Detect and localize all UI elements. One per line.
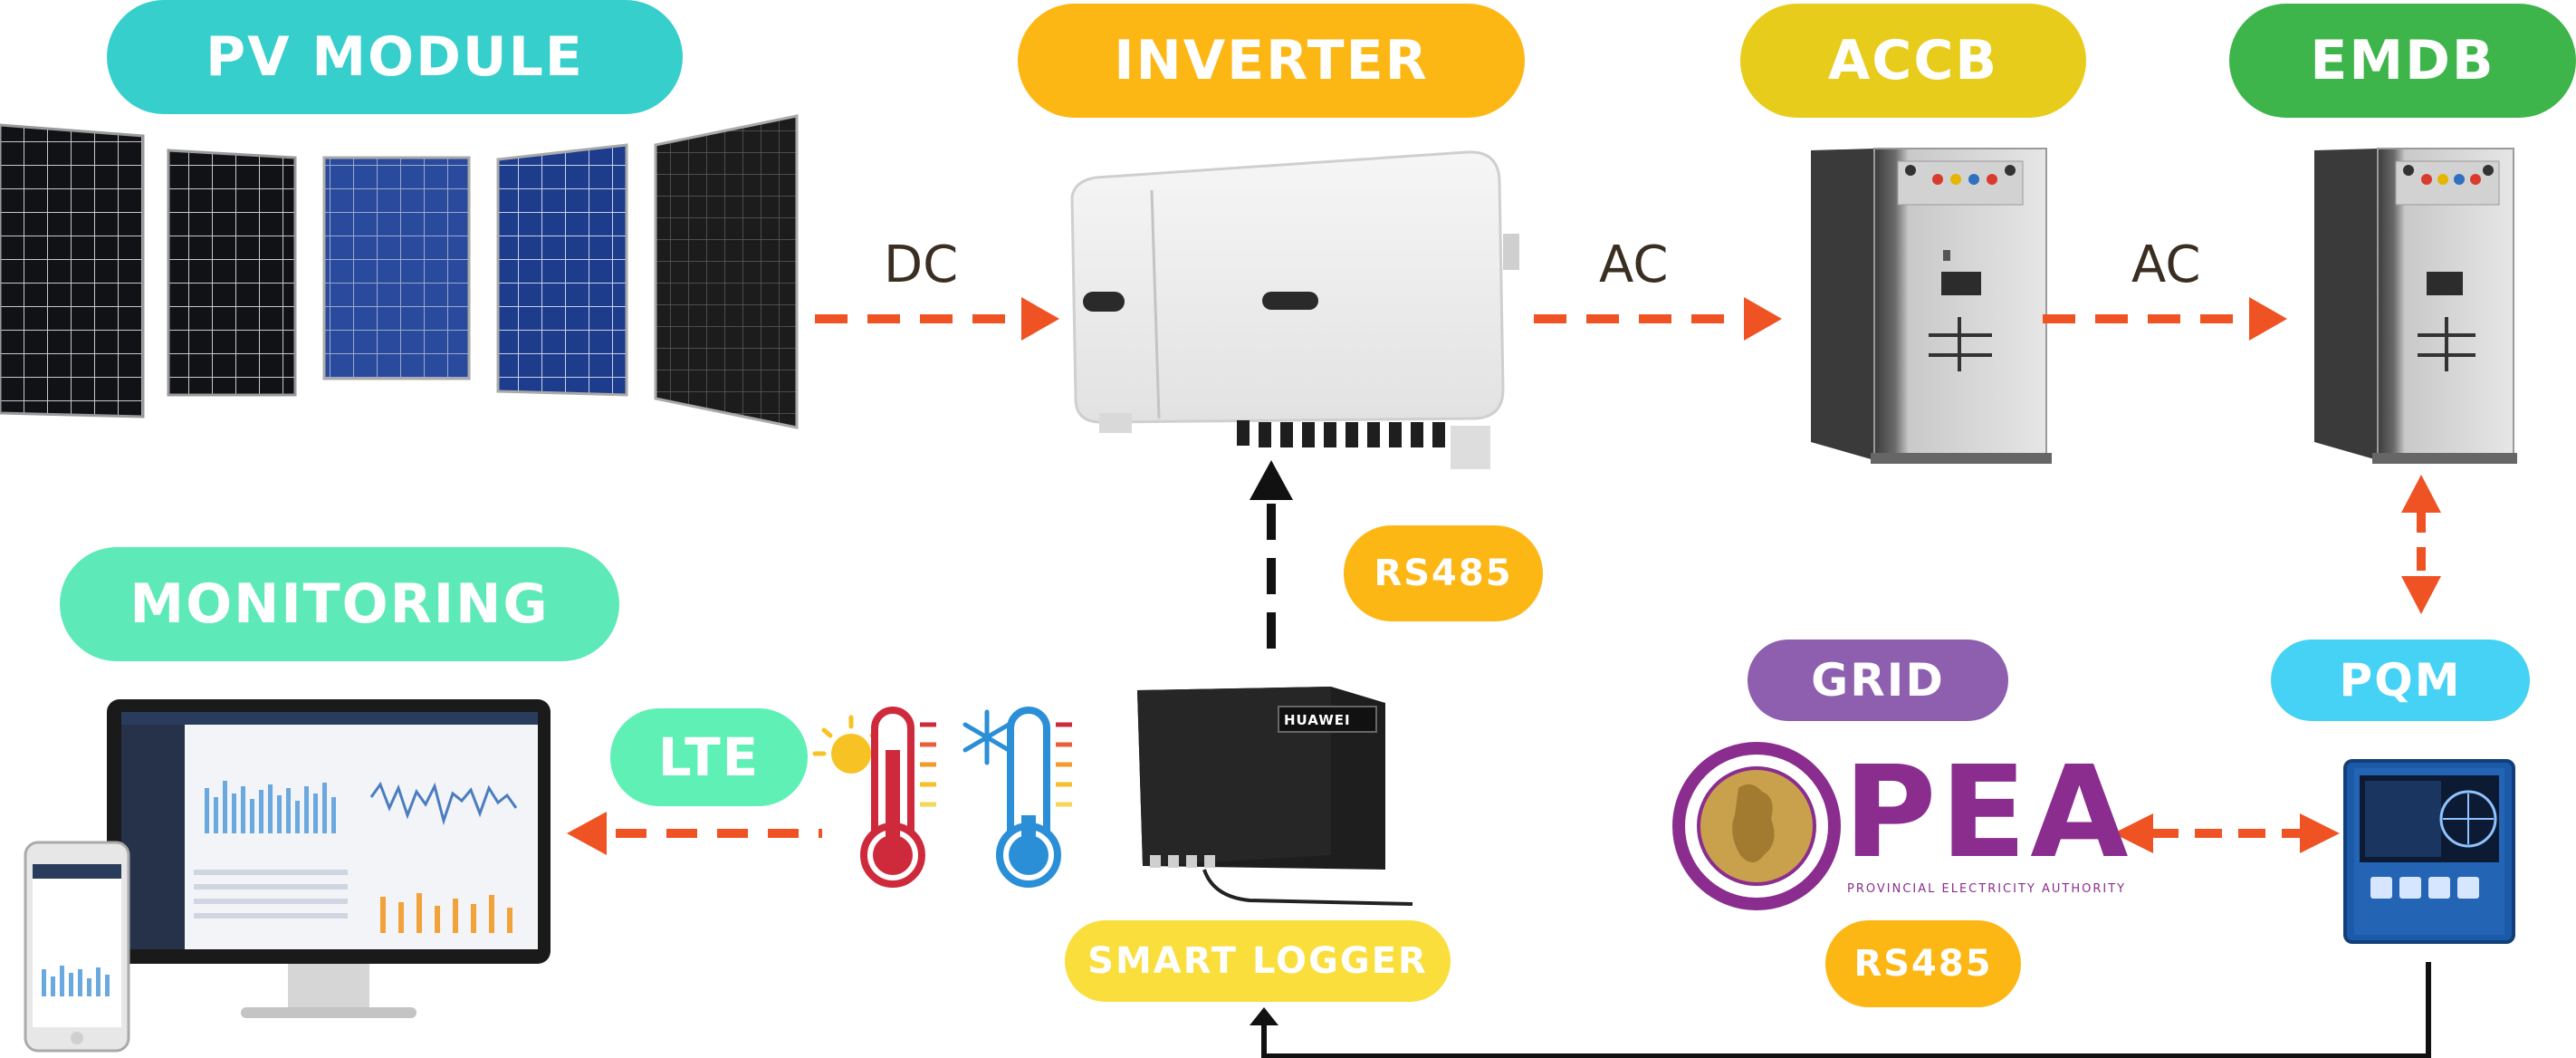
thermometer-hot-icon — [860, 707, 936, 888]
accb-cabinet — [1811, 148, 2052, 464]
logger-inverter-arrow — [1250, 460, 1293, 649]
pea-pqm-arrow — [2113, 813, 2340, 853]
pqm-label: PQM — [2271, 640, 2530, 721]
dc-flow-label: DC — [884, 236, 959, 294]
emdb-cabinet — [2314, 148, 2517, 464]
rs485-logger-label: RS485 — [1344, 525, 1543, 621]
dc-arrow — [815, 297, 1059, 341]
emdb-pqm-arrow — [2401, 475, 2441, 614]
pv-module-label: PV MODULE — [107, 0, 683, 114]
snowflake-icon — [962, 709, 1011, 765]
pv-panel-4 — [496, 143, 628, 397]
ac-flow-label-2: AC — [2131, 236, 2201, 294]
pea-wordmark: PEA — [1843, 739, 2132, 887]
inverter-unit — [1070, 150, 1519, 469]
logger-monitor-arrow — [567, 812, 822, 855]
pqm-logger-line — [1250, 962, 2431, 1058]
accb-label: ACCB — [1740, 4, 2086, 118]
pea-seal-logo — [1672, 742, 1841, 910]
rs485-pqm-label: RS485 — [1825, 920, 2021, 1007]
ac-arrow-1 — [1534, 297, 1782, 341]
smart-logger-device — [1137, 687, 1413, 906]
ac-arrow-2 — [2043, 297, 2287, 341]
thermometer-cold-icon — [996, 707, 1072, 888]
grid-label: GRID — [1748, 640, 2008, 721]
pv-panel-5 — [654, 114, 799, 429]
monitor-device — [107, 699, 551, 1018]
emdb-label: EMDB — [2229, 4, 2576, 118]
phone-device — [24, 841, 130, 1053]
pqm-meter-device — [2343, 759, 2515, 944]
smart-logger-label: SMART LOGGER — [1065, 920, 1451, 1002]
sun-icon — [812, 715, 881, 774]
lte-label: LTE — [610, 708, 808, 806]
inverter-label: INVERTER — [1018, 4, 1525, 118]
pv-panel-1 — [0, 123, 145, 418]
pea-full-name: PROVINCIAL ELECTRICITY AUTHORITY — [1847, 882, 2127, 896]
logger-brand-label: HUAWEI — [1284, 712, 1351, 728]
pv-panel-2 — [167, 149, 297, 397]
ac-flow-label-1: AC — [1599, 236, 1669, 294]
pv-panel-3 — [322, 156, 471, 380]
monitoring-label: MONITORING — [60, 547, 619, 661]
